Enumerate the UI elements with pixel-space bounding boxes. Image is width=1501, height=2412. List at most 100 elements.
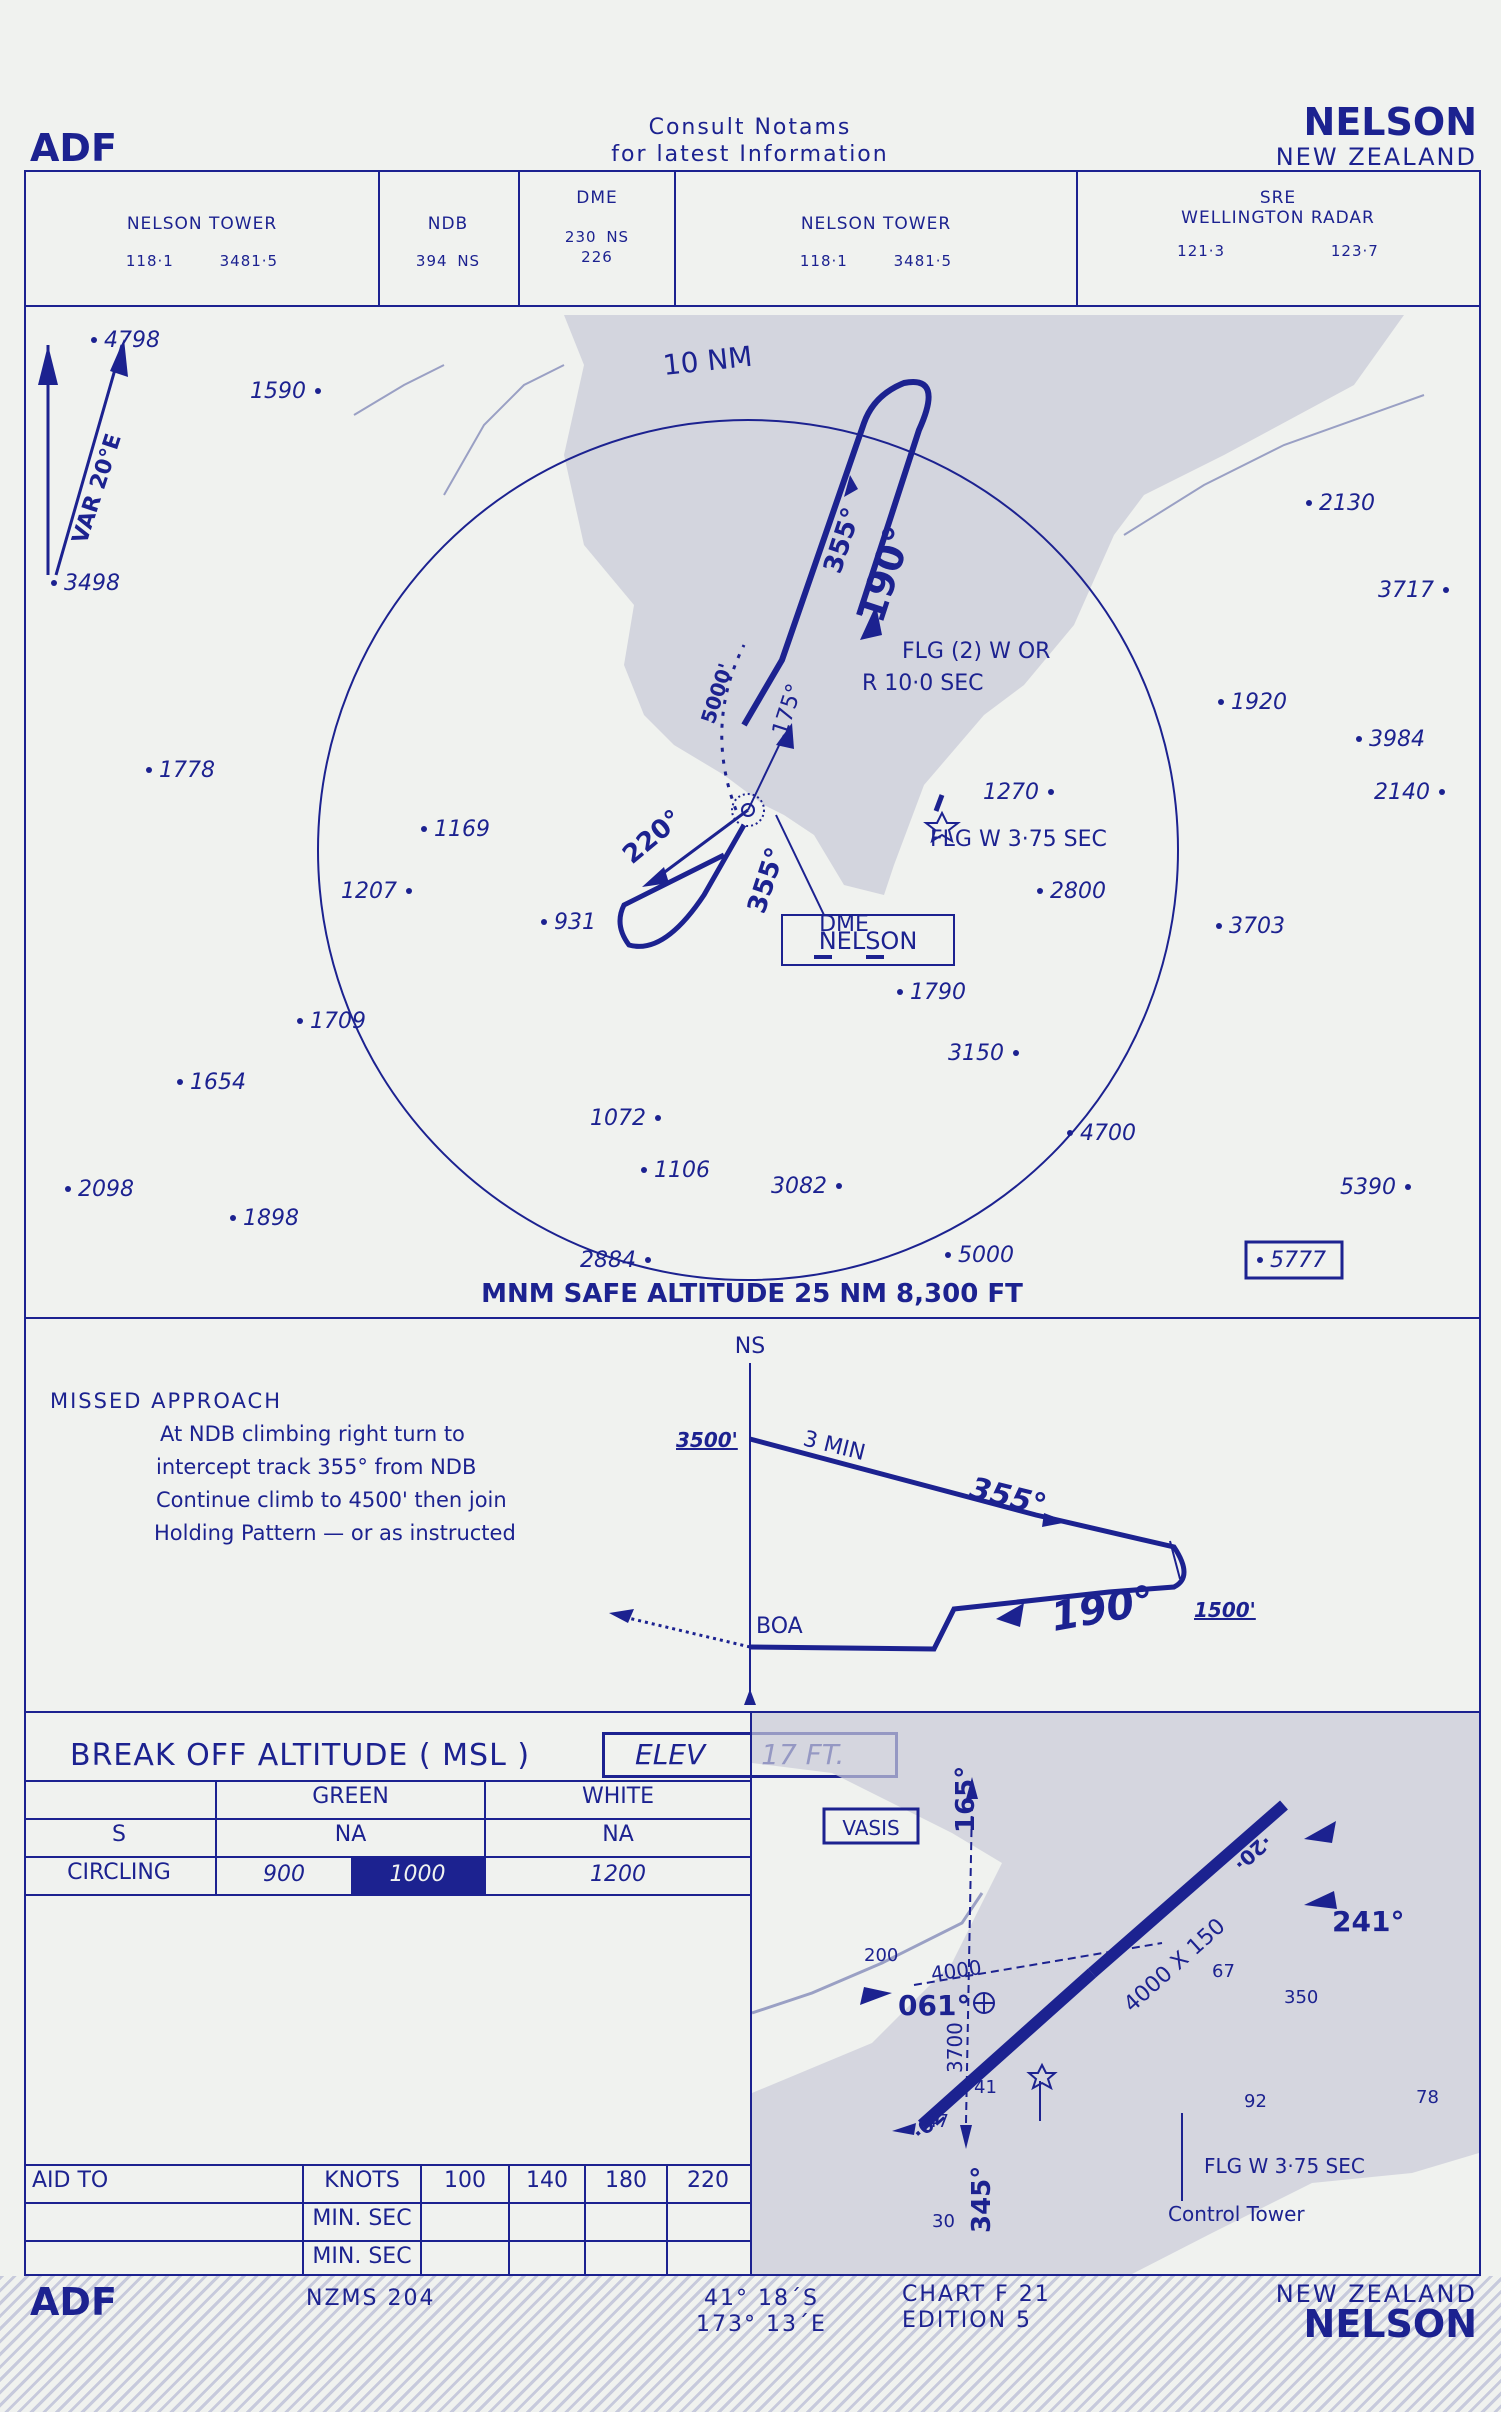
spot-height: 3498 (64, 571, 120, 596)
spot-height-dot (1306, 500, 1312, 506)
spot-height-dot (1257, 1257, 1263, 1263)
spot-height-dot (1067, 1130, 1073, 1136)
hdg-241: 241° (1332, 1905, 1404, 1938)
spot-height: 1778 (159, 758, 215, 783)
circ-green-1: 900 (263, 1862, 305, 1887)
magnetic-north-arrow (110, 339, 128, 377)
height-41: 41 (974, 2077, 997, 2098)
spot-height: 5390 (1340, 1175, 1396, 1200)
true-north-arrow (38, 345, 58, 385)
spot-height: 5777 (1270, 1248, 1326, 1273)
land-mass (564, 315, 1404, 895)
missed-line-4: Holding Pattern — or as instructed (154, 1521, 516, 1545)
height-78: 78 (1416, 2087, 1439, 2108)
spot-height-dot (421, 826, 427, 832)
control-tower-icon (1026, 2062, 1058, 2091)
footer-nzms: NZMS 204 (306, 2286, 436, 2311)
footer-city: NELSON (1303, 2302, 1477, 2346)
spot-height: 2140 (1374, 780, 1430, 805)
spot-height: 4700 (1080, 1121, 1136, 1146)
dme-box (781, 914, 955, 966)
spot-height-dot (1218, 699, 1224, 705)
boa-label: BOA (756, 1614, 803, 1639)
speed-180: 180 (605, 2168, 647, 2193)
hdg-345: 345° (967, 2166, 997, 2233)
min-sec-label-1: MIN. SEC (312, 2206, 412, 2231)
spot-height-dot (91, 337, 97, 343)
spot-height: 1590 (250, 379, 306, 404)
missed-line-2: intercept track 355° from NDB (156, 1455, 477, 1479)
height-200: 200 (864, 1945, 898, 1966)
missed-title: MISSED APPROACH (50, 1389, 282, 1413)
min-sec-label-2: MIN. SEC (312, 2244, 412, 2269)
spot-height-dot (836, 1183, 842, 1189)
spot-heights: 4798159034982130371719203984214017781270… (51, 328, 1449, 1273)
hdg-061: 061° (898, 1989, 970, 2022)
track-355b-label: 355° (742, 844, 791, 917)
spot-height-dot (1356, 736, 1362, 742)
spot-height-dot (1405, 1184, 1411, 1190)
missed-approach-track (749, 1436, 1187, 1652)
airport-light: FLG W 3·75 SEC (1204, 2154, 1365, 2178)
notam-line-1: Consult Notams (648, 115, 852, 140)
procedure-turn (617, 823, 747, 949)
spot-height-dot (645, 1257, 651, 1263)
aid-to-label: AID TO (32, 2168, 109, 2193)
height-67: 67 (1212, 1961, 1235, 1982)
comms-box: NELSON TOWER 118·1 3481·5 NDB 394 NS DME… (24, 170, 1481, 307)
notam-line-2: for latest Information (611, 142, 889, 167)
spot-height-dot (65, 1186, 71, 1192)
light-2-label: FLG W 3·75 SEC (930, 827, 1107, 852)
height-350: 350 (1284, 1987, 1318, 2008)
knots-label: KNOTS (324, 2168, 400, 2193)
col-green: GREEN (312, 1784, 389, 1809)
spot-height-dot (1048, 789, 1054, 795)
control-tower-label: Control Tower (1168, 2202, 1305, 2226)
spot-height-dot (315, 388, 321, 394)
speed-100: 100 (444, 2168, 486, 2193)
footer-procedure: ADF (30, 2280, 117, 2324)
spot-height-dot (1013, 1050, 1019, 1056)
height-30: 30 (932, 2211, 955, 2232)
spot-height: 5000 (958, 1243, 1014, 1268)
alt-3500: 3500' (676, 1428, 738, 1452)
alt-1500: 1500' (1194, 1598, 1256, 1622)
footer-edition: EDITION 5 (902, 2308, 1033, 2333)
vasis-box (822, 1807, 920, 1845)
spot-height-dot (1439, 789, 1445, 795)
spot-height: 1654 (190, 1070, 246, 1095)
speed-140: 140 (526, 2168, 568, 2193)
height-47: 47 (926, 2111, 949, 2132)
missed-line-3: Continue climb to 4500' then join (156, 1488, 507, 1512)
spot-height-dot (897, 989, 903, 995)
city-title: NELSON (1303, 100, 1477, 144)
profile-view: NS 3500' 3 MIN 355° 190° 1500' BOA (609, 1334, 1256, 1705)
country-title: NEW ZEALAND (1275, 143, 1477, 171)
footer-band (0, 2276, 1501, 2412)
airport-land (752, 1713, 1479, 2274)
row-straight-in: S (112, 1822, 126, 1847)
spot-height: 4798 (104, 328, 160, 353)
spot-height: 3703 (1229, 914, 1285, 939)
ns-label: NS (735, 1334, 765, 1359)
variation-label: VAR 20°E (68, 431, 127, 547)
circ-green-2: 1000 (351, 1858, 484, 1894)
height-92: 92 (1244, 2091, 1267, 2112)
spot-height-dot (541, 919, 547, 925)
track-355-profile: 355° (966, 1471, 1050, 1524)
spot-height-dot (406, 888, 412, 894)
hdg-165: 165° (951, 1766, 981, 1833)
spot-height-dot (297, 1018, 303, 1024)
speed-220: 220 (687, 2168, 729, 2193)
spot-height: 1790 (910, 980, 966, 1005)
spot-height: 1898 (243, 1206, 299, 1231)
light-1-line-1: FLG (2) W OR (902, 639, 1050, 664)
spot-height: 1169 (434, 817, 490, 842)
s-green: NA (334, 1822, 367, 1847)
spot-height-dot (1216, 923, 1222, 929)
spot-height: 1207 (341, 879, 397, 904)
spot-height-dot (655, 1115, 661, 1121)
spot-height-dot (177, 1079, 183, 1085)
max-elevation-box (1244, 1240, 1344, 1280)
comm-nelson-tower-2: NELSON TOWER 118·1 3481·5 (799, 214, 953, 270)
